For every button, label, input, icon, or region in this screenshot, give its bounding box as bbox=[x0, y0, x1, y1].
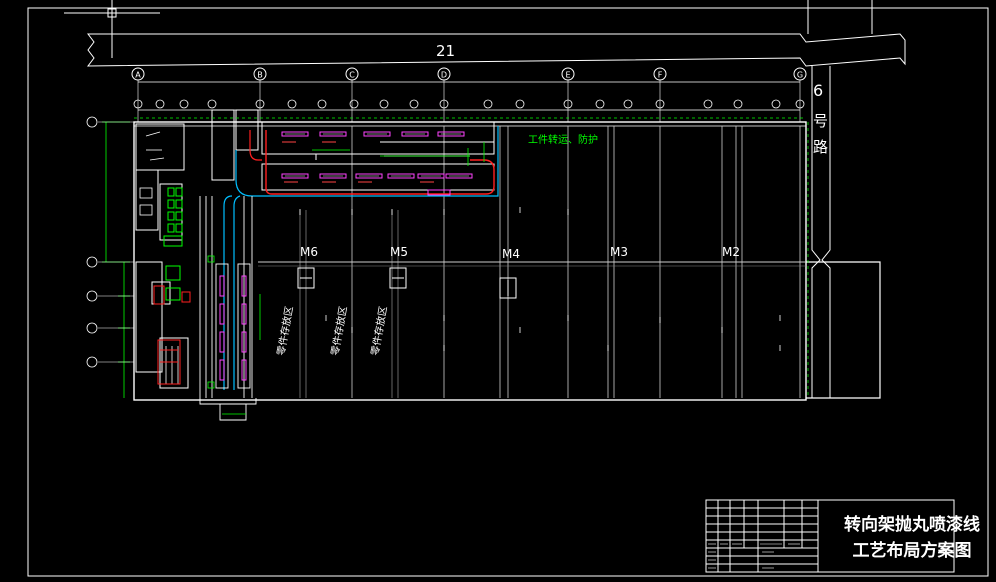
drawing-frame bbox=[27, 7, 989, 577]
white-duct bbox=[199, 196, 257, 421]
shot-blast-unit bbox=[219, 275, 225, 297]
spray-booth-unit bbox=[363, 131, 391, 137]
crosshair-box bbox=[107, 8, 117, 18]
spray-booth-unit bbox=[319, 173, 347, 179]
left-green-markers bbox=[207, 255, 261, 415]
top-labels-red bbox=[282, 141, 434, 183]
axis-bubble-label: A bbox=[135, 71, 141, 80]
grid-bubble bbox=[623, 99, 633, 109]
bay-label-m5: M5 bbox=[390, 245, 408, 259]
spray-booth-unit bbox=[281, 131, 309, 137]
axis-bubble-label: C bbox=[349, 71, 355, 80]
left-axis-bubbles bbox=[86, 116, 134, 368]
grid-bubble bbox=[207, 99, 217, 109]
left-green-equipment bbox=[163, 187, 183, 301]
cyan-duct-2 bbox=[223, 195, 233, 390]
grid-bubble bbox=[515, 99, 525, 109]
conveyor-loop bbox=[265, 130, 495, 195]
building-lower-extension bbox=[806, 261, 881, 399]
spray-booth-unit bbox=[281, 173, 309, 179]
left-room-symbols bbox=[139, 131, 179, 384]
bay-ticks bbox=[299, 207, 781, 351]
shot-blast-unit bbox=[219, 359, 225, 381]
magenta-equipment-left bbox=[219, 275, 247, 381]
grid-bubble bbox=[317, 99, 327, 109]
spray-booth-unit bbox=[437, 131, 465, 137]
grid-bubble bbox=[349, 99, 359, 109]
grid-bubble bbox=[133, 99, 143, 109]
column-pillars bbox=[297, 267, 517, 299]
grid-bubble bbox=[439, 99, 449, 109]
axis-bubble-label: B bbox=[257, 71, 263, 80]
spray-booth-unit bbox=[319, 131, 347, 137]
road-label-3: 路 bbox=[813, 138, 828, 156]
grid-bubble bbox=[255, 99, 265, 109]
grid-bubble bbox=[379, 99, 389, 109]
axis-bubble-label: D bbox=[441, 71, 447, 80]
left-axis-bubble bbox=[86, 290, 98, 302]
cart-marker bbox=[427, 189, 451, 196]
bay-label-m6: M6 bbox=[300, 245, 318, 259]
title-line-1: 转向架抛丸喷漆线 bbox=[844, 515, 980, 535]
left-rooms bbox=[135, 109, 259, 389]
top-right-note: 工件转运、防护 bbox=[528, 133, 598, 146]
axis-bubble-label: E bbox=[565, 71, 570, 80]
grid-bubble bbox=[771, 99, 781, 109]
street-band bbox=[86, 33, 906, 67]
spray-booth-unit bbox=[417, 173, 445, 179]
bay-label-m3: M3 bbox=[610, 245, 628, 259]
spray-booth-unit bbox=[401, 131, 429, 137]
grid-bubble bbox=[795, 99, 805, 109]
title-block bbox=[705, 499, 955, 573]
cyan-duct-3 bbox=[233, 195, 241, 390]
grid-bubble bbox=[179, 99, 189, 109]
grid-bubble bbox=[595, 99, 605, 109]
road-label-1: 6 bbox=[813, 81, 823, 100]
left-red-equipment bbox=[153, 285, 191, 385]
title-line-2: 工艺布局方案图 bbox=[852, 541, 972, 561]
grid-bubble bbox=[483, 99, 493, 109]
left-axis-bubble bbox=[86, 356, 98, 368]
left-axis-bubble bbox=[86, 322, 98, 334]
bay-label-m4: M4 bbox=[502, 247, 520, 261]
grid-bubble bbox=[703, 99, 713, 109]
zone-label-2: 零件存放区 bbox=[328, 305, 349, 356]
shot-blast-unit bbox=[241, 331, 247, 353]
title-block-main-title: 转向架抛丸喷漆线 工艺布局方案图 bbox=[828, 512, 996, 564]
spray-booth-unit bbox=[387, 173, 415, 179]
top-dimensions bbox=[312, 142, 485, 166]
grid-bubble bbox=[563, 99, 573, 109]
shot-blast-unit bbox=[241, 303, 247, 325]
shot-blast-unit bbox=[219, 303, 225, 325]
shot-blast-unit bbox=[241, 275, 247, 297]
axis-bubble-label: G bbox=[797, 71, 803, 80]
conveyor-loop-2 bbox=[249, 130, 262, 161]
column-axis-bubbles: A B C D E F G bbox=[131, 67, 807, 122]
axis-bubble-label: F bbox=[658, 71, 663, 80]
grid-bubble bbox=[287, 99, 297, 109]
grid-bubble bbox=[655, 99, 665, 109]
left-dimensions bbox=[102, 121, 130, 398]
grid-bubble bbox=[409, 99, 419, 109]
zone-label-3: 零件存放区 bbox=[368, 305, 389, 356]
street-label: 21 bbox=[436, 42, 455, 60]
shot-blast-unit bbox=[241, 359, 247, 381]
grid-bubble bbox=[155, 99, 165, 109]
title-block-fill-marks bbox=[708, 543, 800, 569]
grid-small-bubbles bbox=[133, 99, 805, 109]
zone-label-1: 零件存放区 bbox=[274, 305, 295, 356]
left-axis-bubble bbox=[86, 116, 98, 128]
left-axis-bubble bbox=[86, 256, 98, 268]
magenta-equipment-top bbox=[281, 131, 473, 179]
spray-booth-unit bbox=[445, 173, 473, 179]
grid-bubble bbox=[733, 99, 743, 109]
spray-booth-unit bbox=[355, 173, 383, 179]
bay-label-m2: M2 bbox=[722, 245, 740, 259]
shot-blast-unit bbox=[219, 331, 225, 353]
road-label-2: 号 bbox=[813, 112, 828, 130]
